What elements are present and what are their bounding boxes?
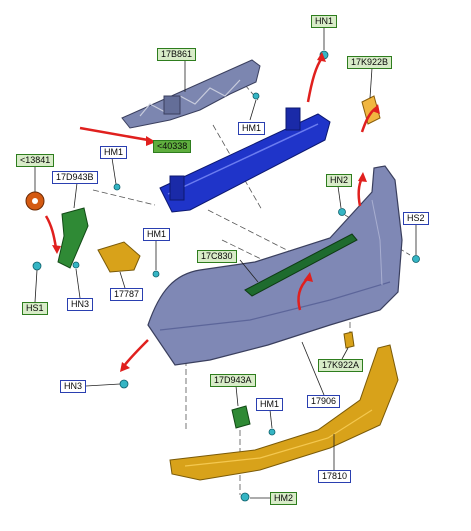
label-hm1-a[interactable]: HM1 bbox=[238, 122, 266, 135]
label-17k922a[interactable]: 17K922A bbox=[318, 359, 364, 372]
label-hm2[interactable]: HM2 bbox=[270, 492, 298, 505]
leader-lines bbox=[34, 27, 417, 499]
label-17k922b[interactable]: 17K922B bbox=[347, 56, 393, 69]
trim-strip bbox=[244, 233, 358, 297]
label-17c830[interactable]: 17C830 bbox=[197, 250, 237, 263]
absorber-small bbox=[97, 241, 141, 273]
label-hn2[interactable]: HN2 bbox=[326, 174, 353, 187]
fasteners bbox=[32, 50, 420, 502]
label-13841[interactable]: <13841 bbox=[16, 154, 55, 167]
label-hs2[interactable]: HS2 bbox=[403, 212, 429, 225]
bracket-left bbox=[57, 207, 89, 269]
label-17d943b[interactable]: 17D943B bbox=[52, 171, 98, 184]
label-hm1-d[interactable]: HM1 bbox=[256, 398, 284, 411]
upper-absorber bbox=[121, 59, 261, 129]
label-hn3-b[interactable]: HN3 bbox=[60, 380, 87, 393]
label-17d943a[interactable]: 17D943A bbox=[210, 374, 256, 387]
red-arrowheads bbox=[52, 52, 380, 372]
reflector-a bbox=[343, 331, 355, 349]
bumper-cover bbox=[147, 165, 403, 366]
bracket-lower bbox=[231, 405, 251, 429]
label-17906[interactable]: 17906 bbox=[307, 395, 341, 408]
label-hn1-top[interactable]: HN1 bbox=[311, 15, 338, 28]
label-hs1[interactable]: HS1 bbox=[22, 302, 48, 315]
lower-valance bbox=[169, 344, 399, 481]
label-17787[interactable]: 17787 bbox=[110, 288, 144, 301]
label-hn3-a[interactable]: HN3 bbox=[67, 298, 94, 311]
label-17810[interactable]: 17810 bbox=[318, 470, 352, 483]
bumper-reinforcement bbox=[159, 107, 331, 213]
label-40338[interactable]: <40338 bbox=[153, 140, 192, 153]
label-17b861[interactable]: 17B861 bbox=[157, 48, 197, 61]
label-hm1-b[interactable]: HM1 bbox=[100, 146, 128, 159]
label-hm1-c[interactable]: HM1 bbox=[143, 228, 171, 241]
